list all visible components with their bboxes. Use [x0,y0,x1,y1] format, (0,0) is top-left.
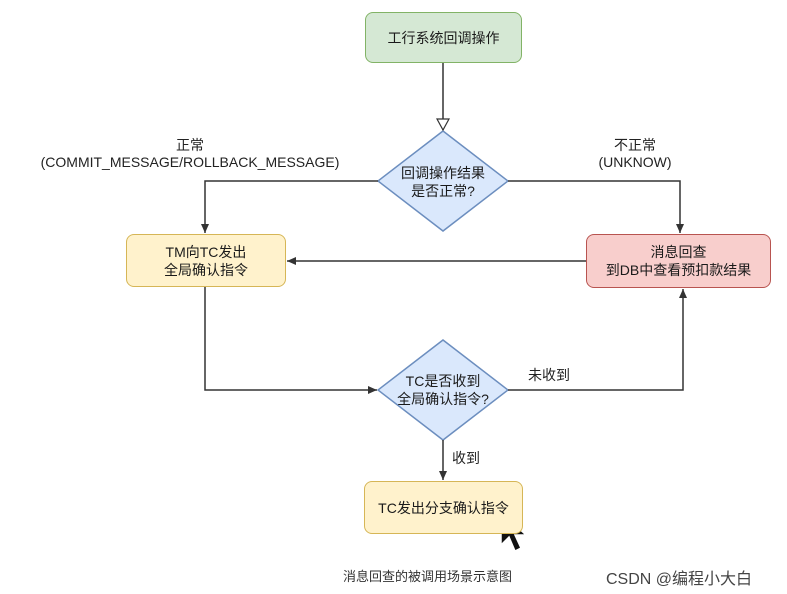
decision2-line2: 全局确认指令? [397,391,489,407]
start-node: 工行系统回调操作 [365,12,522,63]
normal-label-line2: (COMMIT_MESSAGE/ROLLBACK_MESSAGE) [40,154,340,170]
decision2-text: TC是否收到 全局确认指令? [383,372,503,408]
diagram-caption: 消息回查的被调用场景示意图 [343,569,513,584]
edge-tm-to-decision2 [204,287,377,394]
received-label: 收到 [452,450,480,466]
edge-abnormal [508,180,684,233]
watermark: CSDN @编程小大白 [606,571,753,588]
edge-normal [201,180,378,233]
normal-label: 正常 (COMMIT_MESSAGE/ROLLBACK_MESSAGE) [10,137,370,171]
tm-confirm-line2: 全局确认指令 [164,261,248,278]
decision-diamond-1 [376,130,510,232]
final-node: TC发出分支确认指令 [364,481,523,534]
edge-not-received [508,289,687,391]
abnormal-label: 不正常 (UNKNOW) [585,137,685,171]
tm-confirm-line1: TM向TC发出 [165,243,247,260]
decision1-text: 回调操作结果 是否正常? [383,164,503,200]
not-received-label: 未收到 [528,367,570,383]
tm-confirm-node: TM向TC发出 全局确认指令 [126,234,286,287]
message-check-node: 消息回查 到DB中查看预扣款结果 [586,234,771,288]
normal-label-line1: 正常 [176,137,204,153]
decision2-line1: TC是否收到 [405,373,481,389]
decision1-line1: 回调操作结果 [401,165,485,181]
message-check-line1: 消息回查 [650,244,707,260]
abnormal-label-line2: (UNKNOW) [598,154,672,170]
abnormal-label-line1: 不正常 [614,137,656,153]
message-check-line2: 到DB中查看预扣款结果 [605,262,752,278]
decision1-line2: 是否正常? [411,183,475,199]
